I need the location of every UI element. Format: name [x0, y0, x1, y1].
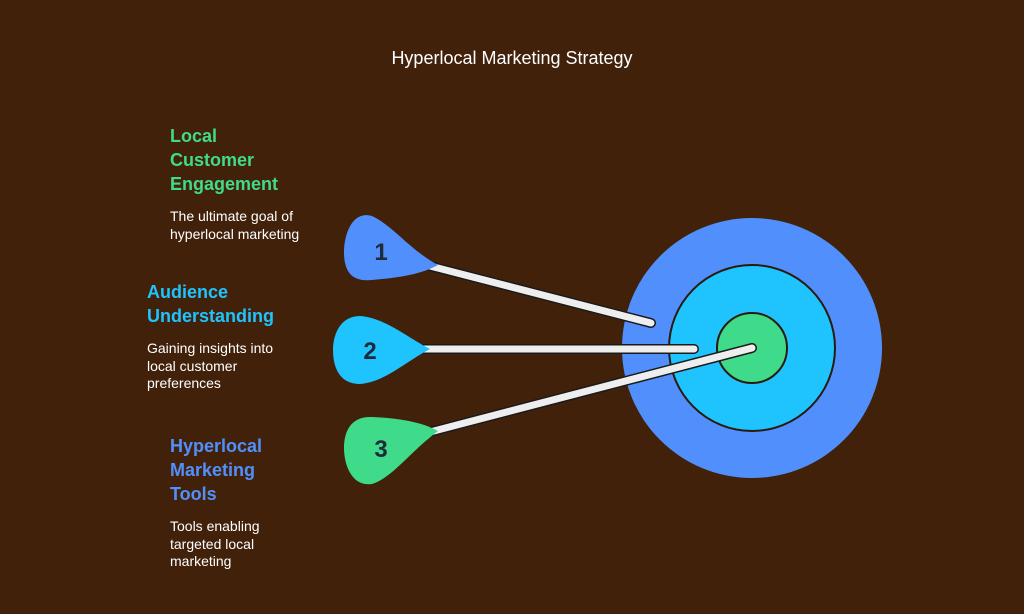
item-1-block: Local Customer Engagement The ultimate g…: [170, 124, 299, 243]
item-3-block: Hyperlocal Marketing Tools Tools enablin…: [170, 434, 262, 571]
marker-number-2: 2: [363, 338, 376, 365]
arrow-shaft-1-fill: [426, 262, 655, 327]
diagram-title: Hyperlocal Marketing Strategy: [391, 48, 633, 68]
arrow-marker-2: [333, 316, 430, 384]
item-2-description: Gaining insights into local customer pre…: [147, 340, 274, 391]
item-1-description: The ultimate goal of hyperlocal marketin…: [170, 208, 300, 242]
item-3-description: Tools enabling targeted local marketing: [170, 518, 260, 569]
item-3-heading: Hyperlocal Marketing Tools: [170, 436, 263, 504]
item-2-heading: Audience Understanding: [147, 282, 275, 326]
item-2-block: Audience Understanding Gaining insights …: [147, 280, 274, 393]
arrow-marker-1: [344, 215, 438, 281]
item-1-heading: Local Customer Engagement: [170, 126, 279, 194]
marker-number-1: 1: [374, 239, 387, 266]
marker-number-3: 3: [374, 436, 387, 463]
arrow-marker-3: [344, 416, 438, 485]
arrow-shaft-3-fill: [426, 344, 756, 436]
